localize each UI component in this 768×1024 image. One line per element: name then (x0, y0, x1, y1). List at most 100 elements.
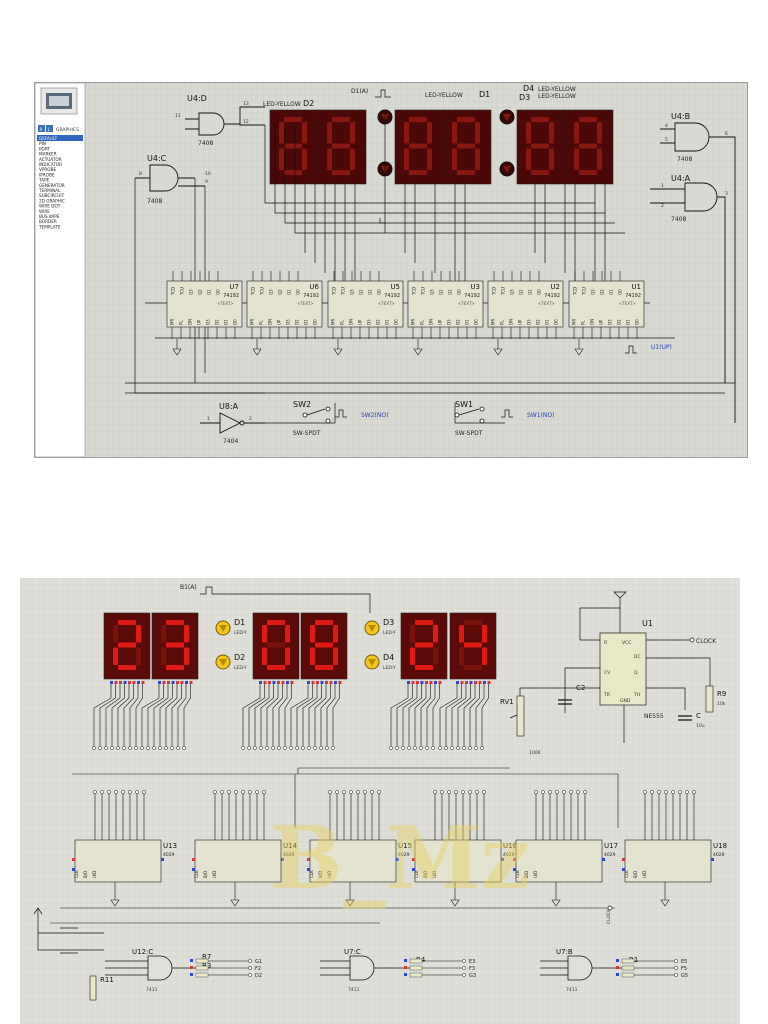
tool-buttons[interactable]: P L GRAPHICS (38, 125, 79, 133)
sidebar-item[interactable]: INDICATOR (39, 162, 62, 167)
sidebar-item[interactable]: VPROBE (39, 167, 56, 172)
timer-u1-label: U1 (642, 619, 653, 628)
counter-u6[interactable] (246, 280, 323, 328)
gate-u12c[interactable] (105, 955, 200, 981)
counter-u16[interactable] (414, 839, 502, 883)
capacitor-c[interactable] (678, 715, 692, 721)
sidebar-item[interactable]: BUS WIPE (39, 214, 60, 219)
led-d2[interactable] (215, 654, 231, 670)
timer-u1[interactable] (599, 632, 647, 706)
sidebar-item[interactable]: IPROBE (39, 172, 55, 177)
pulse-icon (200, 586, 218, 595)
resistor-r9[interactable] (705, 685, 714, 713)
counter-pin: CLK (74, 870, 79, 878)
switch-sw2-label: SW2 (293, 400, 311, 409)
gate-u4d-pin: 11 (175, 113, 181, 119)
tool-l-button[interactable] (46, 125, 53, 132)
counter-pin: PL (179, 320, 184, 325)
switch-sw2[interactable] (302, 406, 331, 424)
sidebar-item[interactable]: PORT (39, 146, 50, 151)
sidebar-item[interactable]: PIN (39, 141, 46, 146)
counter-u2[interactable] (487, 280, 564, 328)
sidebar-item[interactable]: ACTUATOR (39, 157, 62, 162)
counter-u7[interactable] (166, 280, 243, 328)
resistor-r9-label: R9 (717, 690, 726, 698)
counter-type: 74192 (384, 293, 400, 299)
counter-pin: TCU (341, 287, 346, 296)
pot-rv1[interactable] (509, 695, 525, 737)
counter-type: 4029 (503, 852, 515, 858)
push-buttons[interactable] (33, 907, 104, 954)
timer-pin: GND (620, 698, 631, 704)
ground-icon (574, 339, 584, 356)
sidebar-item[interactable]: WIRE (39, 209, 50, 214)
tool-p-button[interactable] (38, 125, 45, 132)
sidebar-item[interactable]: SUBCIRCUIT (39, 193, 65, 198)
led-d3[interactable] (364, 620, 380, 636)
counter-u5[interactable] (327, 280, 404, 328)
capacitor-c2[interactable] (558, 699, 572, 705)
counter-pin: UP (358, 319, 363, 325)
counter-u13[interactable] (74, 839, 162, 883)
counter-wiring (50, 767, 619, 924)
counter-label: U7 (229, 283, 239, 291)
timer-wiring (519, 591, 711, 743)
sidebar-tab[interactable]: GRAPHICS (56, 127, 79, 133)
clock-terminal[interactable] (689, 637, 695, 643)
gate-u7c[interactable] (320, 955, 410, 981)
sidebar-item[interactable]: DEFAULT (39, 136, 58, 141)
gate-u4a-label: U4:A (671, 174, 691, 183)
sidebar-item[interactable]: TERMINAL (38, 188, 61, 193)
counter-u14[interactable] (194, 839, 282, 883)
gate-u7b-type: 7411 (566, 987, 578, 993)
sidebar-item[interactable]: TEMPLATE (38, 224, 61, 229)
counter-pin: PL (420, 320, 425, 325)
led-indicator[interactable] (499, 161, 515, 177)
counter-pin: PL (340, 320, 345, 325)
counter-pin: CLK (414, 870, 419, 878)
resistor-r11[interactable] (89, 975, 97, 1001)
counter-pin: D0 (394, 319, 399, 325)
counter-pin: TCU (501, 287, 506, 296)
counter-u3[interactable] (407, 280, 484, 328)
sidebar-item[interactable]: BORDER (39, 219, 57, 224)
led-d4[interactable] (364, 654, 380, 670)
counter-pin: D2 (536, 319, 541, 325)
gate-u4a[interactable] (650, 182, 726, 383)
gate-u4d[interactable] (185, 106, 265, 136)
sidebar-item[interactable]: 2D GRAPHIC (39, 198, 65, 203)
gate-u7b[interactable] (540, 955, 625, 981)
sidebar-item[interactable]: MARKER (39, 152, 57, 157)
counter-pin: D0 (233, 319, 238, 325)
text-placeholder: <TEXT> (217, 301, 234, 306)
gate-u4d-pin: 13 (243, 101, 249, 107)
gate-u4c[interactable] (135, 164, 205, 192)
gate-u4b[interactable] (660, 122, 736, 423)
sidebar-item[interactable]: GENERATOR (39, 183, 65, 188)
tool-p-label: P (40, 127, 43, 133)
counter-pin: MR (491, 319, 496, 325)
counter-type: 74192 (223, 293, 239, 299)
sidebar-item[interactable]: TAPE (38, 178, 50, 183)
counter-pin: D0 (313, 319, 318, 325)
sidebar-item[interactable]: WIRE DOT (39, 204, 61, 209)
led-indicator[interactable] (499, 109, 515, 125)
switch-sw1[interactable] (454, 406, 485, 424)
clock-terminal-2[interactable] (607, 905, 613, 911)
led-d2-type: LED-Y (234, 665, 247, 671)
switch-sw1-label: SW1 (455, 400, 473, 409)
gate-u4a-type: 7408 (671, 216, 686, 223)
counter-u1[interactable] (568, 280, 645, 328)
selected-item-highlight (37, 135, 83, 141)
switch-sw2-type: SW-SPDT (293, 430, 321, 437)
led-d1[interactable] (215, 620, 231, 636)
seven-segment-digit (317, 109, 367, 185)
gate-u8a[interactable] (200, 412, 265, 434)
pulse-icon (501, 409, 513, 418)
sidebar-list[interactable]: DEFAULTPINPORTMARKERACTUATORINDICATORVPR… (38, 136, 65, 229)
tool-l-label: L (48, 127, 51, 133)
counter-u18[interactable] (624, 839, 712, 883)
counter-pin: TCD (573, 287, 578, 296)
counter-pin: Q3 (591, 289, 596, 295)
counter-pin: B/D (318, 871, 323, 878)
